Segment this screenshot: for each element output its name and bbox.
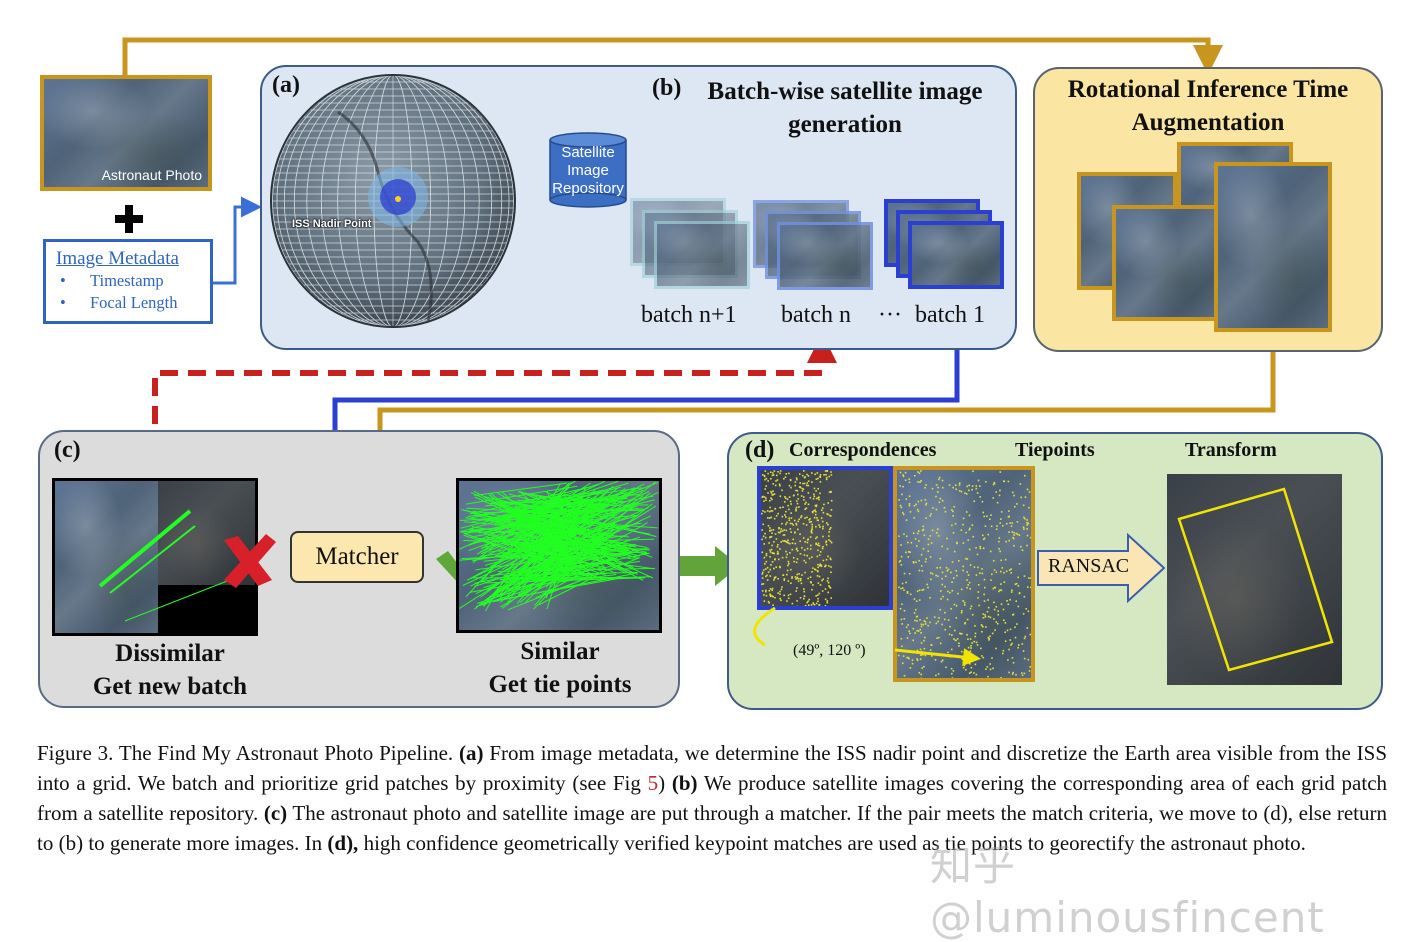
reject-x-icon: [216, 528, 280, 592]
batch-ellipsis: ···: [878, 302, 902, 329]
similar-match-image: [456, 478, 662, 633]
metadata-item-timestamp: •Timestamp: [60, 270, 210, 292]
globe-grid: [268, 72, 518, 330]
ransac-label: RANSAC: [1048, 555, 1129, 578]
plus-icon: [115, 205, 143, 233]
metadata-to-globe-arrow: [213, 207, 256, 283]
astronaut-photo-label: Astronaut Photo: [102, 167, 202, 183]
similar-line2: Get tie points: [430, 668, 690, 701]
repository-label: Satellite Image Repository: [548, 144, 628, 198]
metadata-item-focal-length: •Focal Length: [60, 292, 210, 314]
panel-b-title-line2: generation: [690, 108, 1000, 141]
batch-1-label: batch 1: [915, 302, 985, 329]
dissimilar-line1: Dissimilar: [40, 637, 300, 670]
metadata-title: Image Metadata: [56, 248, 210, 270]
correspondences-image: [757, 466, 893, 610]
rotational-title-line1: Rotational Inference Time: [1040, 73, 1376, 106]
panel-b-title-line1: Batch-wise satellite image: [690, 75, 1000, 108]
step-tiepoints: Tiepoints: [1015, 439, 1095, 462]
step-correspondences: Correspondences: [789, 439, 936, 462]
dissimilar-line2: Get new batch: [40, 670, 300, 703]
panel-b-label: (b): [652, 75, 681, 102]
batch-n-label: batch n: [781, 302, 851, 329]
astronaut-photo: Astronaut Photo: [40, 75, 212, 191]
watermark: 知乎 @luminousfincent: [930, 832, 1420, 942]
image-metadata-box: Image Metadata •Timestamp •Focal Length: [43, 239, 213, 324]
step-transform: Transform: [1185, 439, 1277, 462]
panel-c-label: (c): [54, 437, 81, 464]
similar-line1: Similar: [430, 635, 690, 668]
panel-d-label: (d): [745, 437, 774, 464]
batch-n-plus-1-label: batch n+1: [641, 302, 737, 329]
matcher-box: Matcher: [290, 531, 424, 583]
rotational-title-line2: Augmentation: [1040, 106, 1376, 139]
transform-image: [1167, 474, 1342, 685]
coordinate-label: (49º, 120 º): [793, 642, 866, 660]
iss-nadir-label: ISS Nadir Point: [292, 218, 371, 230]
figure-reference-link[interactable]: 5: [648, 771, 659, 795]
